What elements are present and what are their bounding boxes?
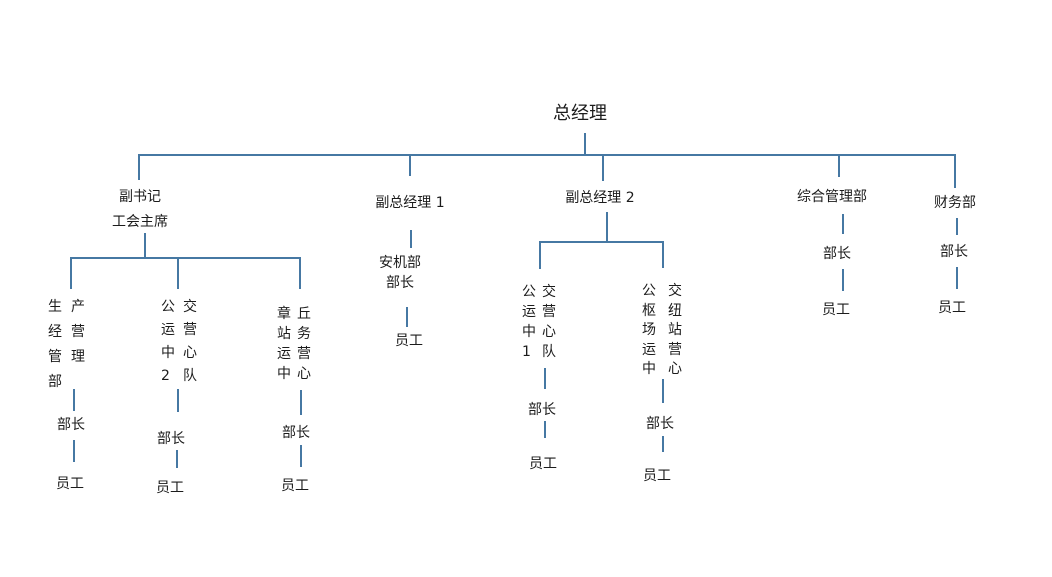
node-label-row: 生 产 (48, 299, 85, 315)
node-label-row: 运 营 (161, 322, 197, 338)
node-bus-ops-center-2: 公 交 运 营 中 心 2 队 (161, 296, 197, 388)
connector-drop-bus-ops-1 (539, 241, 541, 269)
node-zhangqiu-station-center: 章 丘 站 务 运 营 中 心 (277, 304, 311, 384)
node-label-row: 公 交 (642, 283, 682, 299)
connector-bushub-chief (662, 379, 664, 403)
connector-busops1-chief (544, 368, 546, 389)
node-label-row: 运 营 (642, 341, 682, 358)
node-busops1-staff: 员工 (529, 456, 557, 472)
connector-deputy-children-bar (71, 257, 301, 259)
node-label-row: 公 交 (522, 284, 556, 300)
connector-vicegm1-stub (410, 230, 412, 248)
node-finance-staff: 员工 (938, 300, 966, 316)
node-production-chief: 部长 (57, 417, 85, 433)
connector-drop-production-dept (70, 257, 72, 289)
connector-drop-admin-dept (838, 154, 840, 177)
connector-drop-bus-hub (662, 241, 664, 268)
node-label-row: 中 心 (277, 366, 311, 382)
connector-level1-bar (139, 154, 955, 156)
node-label-row: 运 营 (277, 346, 311, 362)
connector-drop-bus-ops-2 (177, 257, 179, 289)
node-label-row: 副书记 (119, 189, 161, 205)
node-admin-staff: 员工 (822, 302, 850, 318)
node-finance-dept: 财务部 (934, 195, 976, 211)
node-deputy-secretary: 副书记 工会主席 (100, 185, 180, 235)
node-zhangqiu-chief: 部长 (282, 425, 310, 441)
connector-drop-finance-dept (954, 154, 956, 188)
node-bus-hub-station-center: 公 交 枢 纽 场 站 运 营 中 心 (642, 282, 682, 380)
node-general-manager: 总经理 (553, 103, 607, 124)
connector-production-chief (73, 389, 75, 411)
node-label-row: 章 丘 (277, 306, 311, 322)
node-label-row: 枢 纽 (642, 302, 682, 319)
connector-finance-chief (956, 218, 958, 235)
node-finance-chief: 部长 (940, 244, 968, 260)
connector-admin-staff (842, 269, 844, 291)
node-label-row: 中 心 (642, 361, 682, 377)
node-busops1-chief: 部长 (528, 402, 556, 418)
connector-anji-staff (406, 307, 408, 327)
node-label-row: 中 心 (161, 345, 197, 361)
connector-drop-vice-gm2 (602, 154, 604, 181)
node-label-row: 2 队 (161, 368, 197, 384)
node-label-row: 经 营 (48, 324, 85, 340)
connector-finance-staff (956, 267, 958, 289)
connector-deputy-secretary-stub (144, 233, 146, 258)
node-production-dept: 生 产 经 营 管 理 部 (48, 295, 85, 395)
connector-busops2-staff (176, 450, 178, 468)
node-vice-gm1: 副总经理 1 (375, 195, 445, 211)
node-label-row: 场 站 (642, 322, 682, 338)
node-bushub-staff: 员工 (643, 468, 671, 484)
connector-root-stub (584, 133, 586, 154)
connector-drop-vice-gm1 (409, 154, 411, 176)
connector-zhangqiu-chief (300, 390, 302, 415)
node-bushub-chief: 部长 (646, 416, 674, 432)
node-label-row: 站 务 (277, 326, 311, 342)
connector-drop-deputy-secretary (138, 154, 140, 180)
node-label-row: 工会主席 (112, 214, 168, 230)
connector-vicegm2-stub (606, 212, 608, 242)
connector-busops1-staff (544, 421, 546, 438)
node-label-row: 安机部 (379, 255, 421, 271)
node-label-row: 管 理 (48, 349, 85, 365)
node-busops2-chief: 部长 (157, 431, 185, 447)
node-label-row: 中 心 (522, 324, 556, 340)
node-anji-dept: 安机部 部长 (376, 253, 424, 293)
node-vice-gm2: 副总经理 2 (565, 190, 635, 206)
node-label-row: 1 队 (522, 344, 556, 360)
connector-bushub-staff (662, 436, 664, 452)
node-busops2-staff: 员工 (156, 480, 184, 496)
connector-admin-chief (842, 214, 844, 234)
connector-drop-zhangqiu (299, 257, 301, 289)
node-label-row: 公 交 (161, 299, 197, 315)
node-bus-ops-center-1: 公 交 运 营 中 心 1 队 (522, 282, 556, 362)
node-admin-chief: 部长 (823, 246, 851, 262)
node-admin-dept: 综合管理部 (797, 189, 867, 205)
node-label-row: 部长 (386, 275, 414, 291)
node-label-row: 部 (48, 374, 62, 390)
connector-zhangqiu-staff (300, 445, 302, 467)
node-anji-staff: 员工 (395, 333, 423, 349)
connector-vicegm2-children-bar (540, 241, 664, 243)
node-production-staff: 员工 (56, 476, 84, 492)
connector-production-staff (73, 440, 75, 462)
node-zhangqiu-staff: 员工 (281, 478, 309, 494)
node-label-row: 运 营 (522, 304, 556, 320)
connector-busops2-chief (177, 389, 179, 412)
